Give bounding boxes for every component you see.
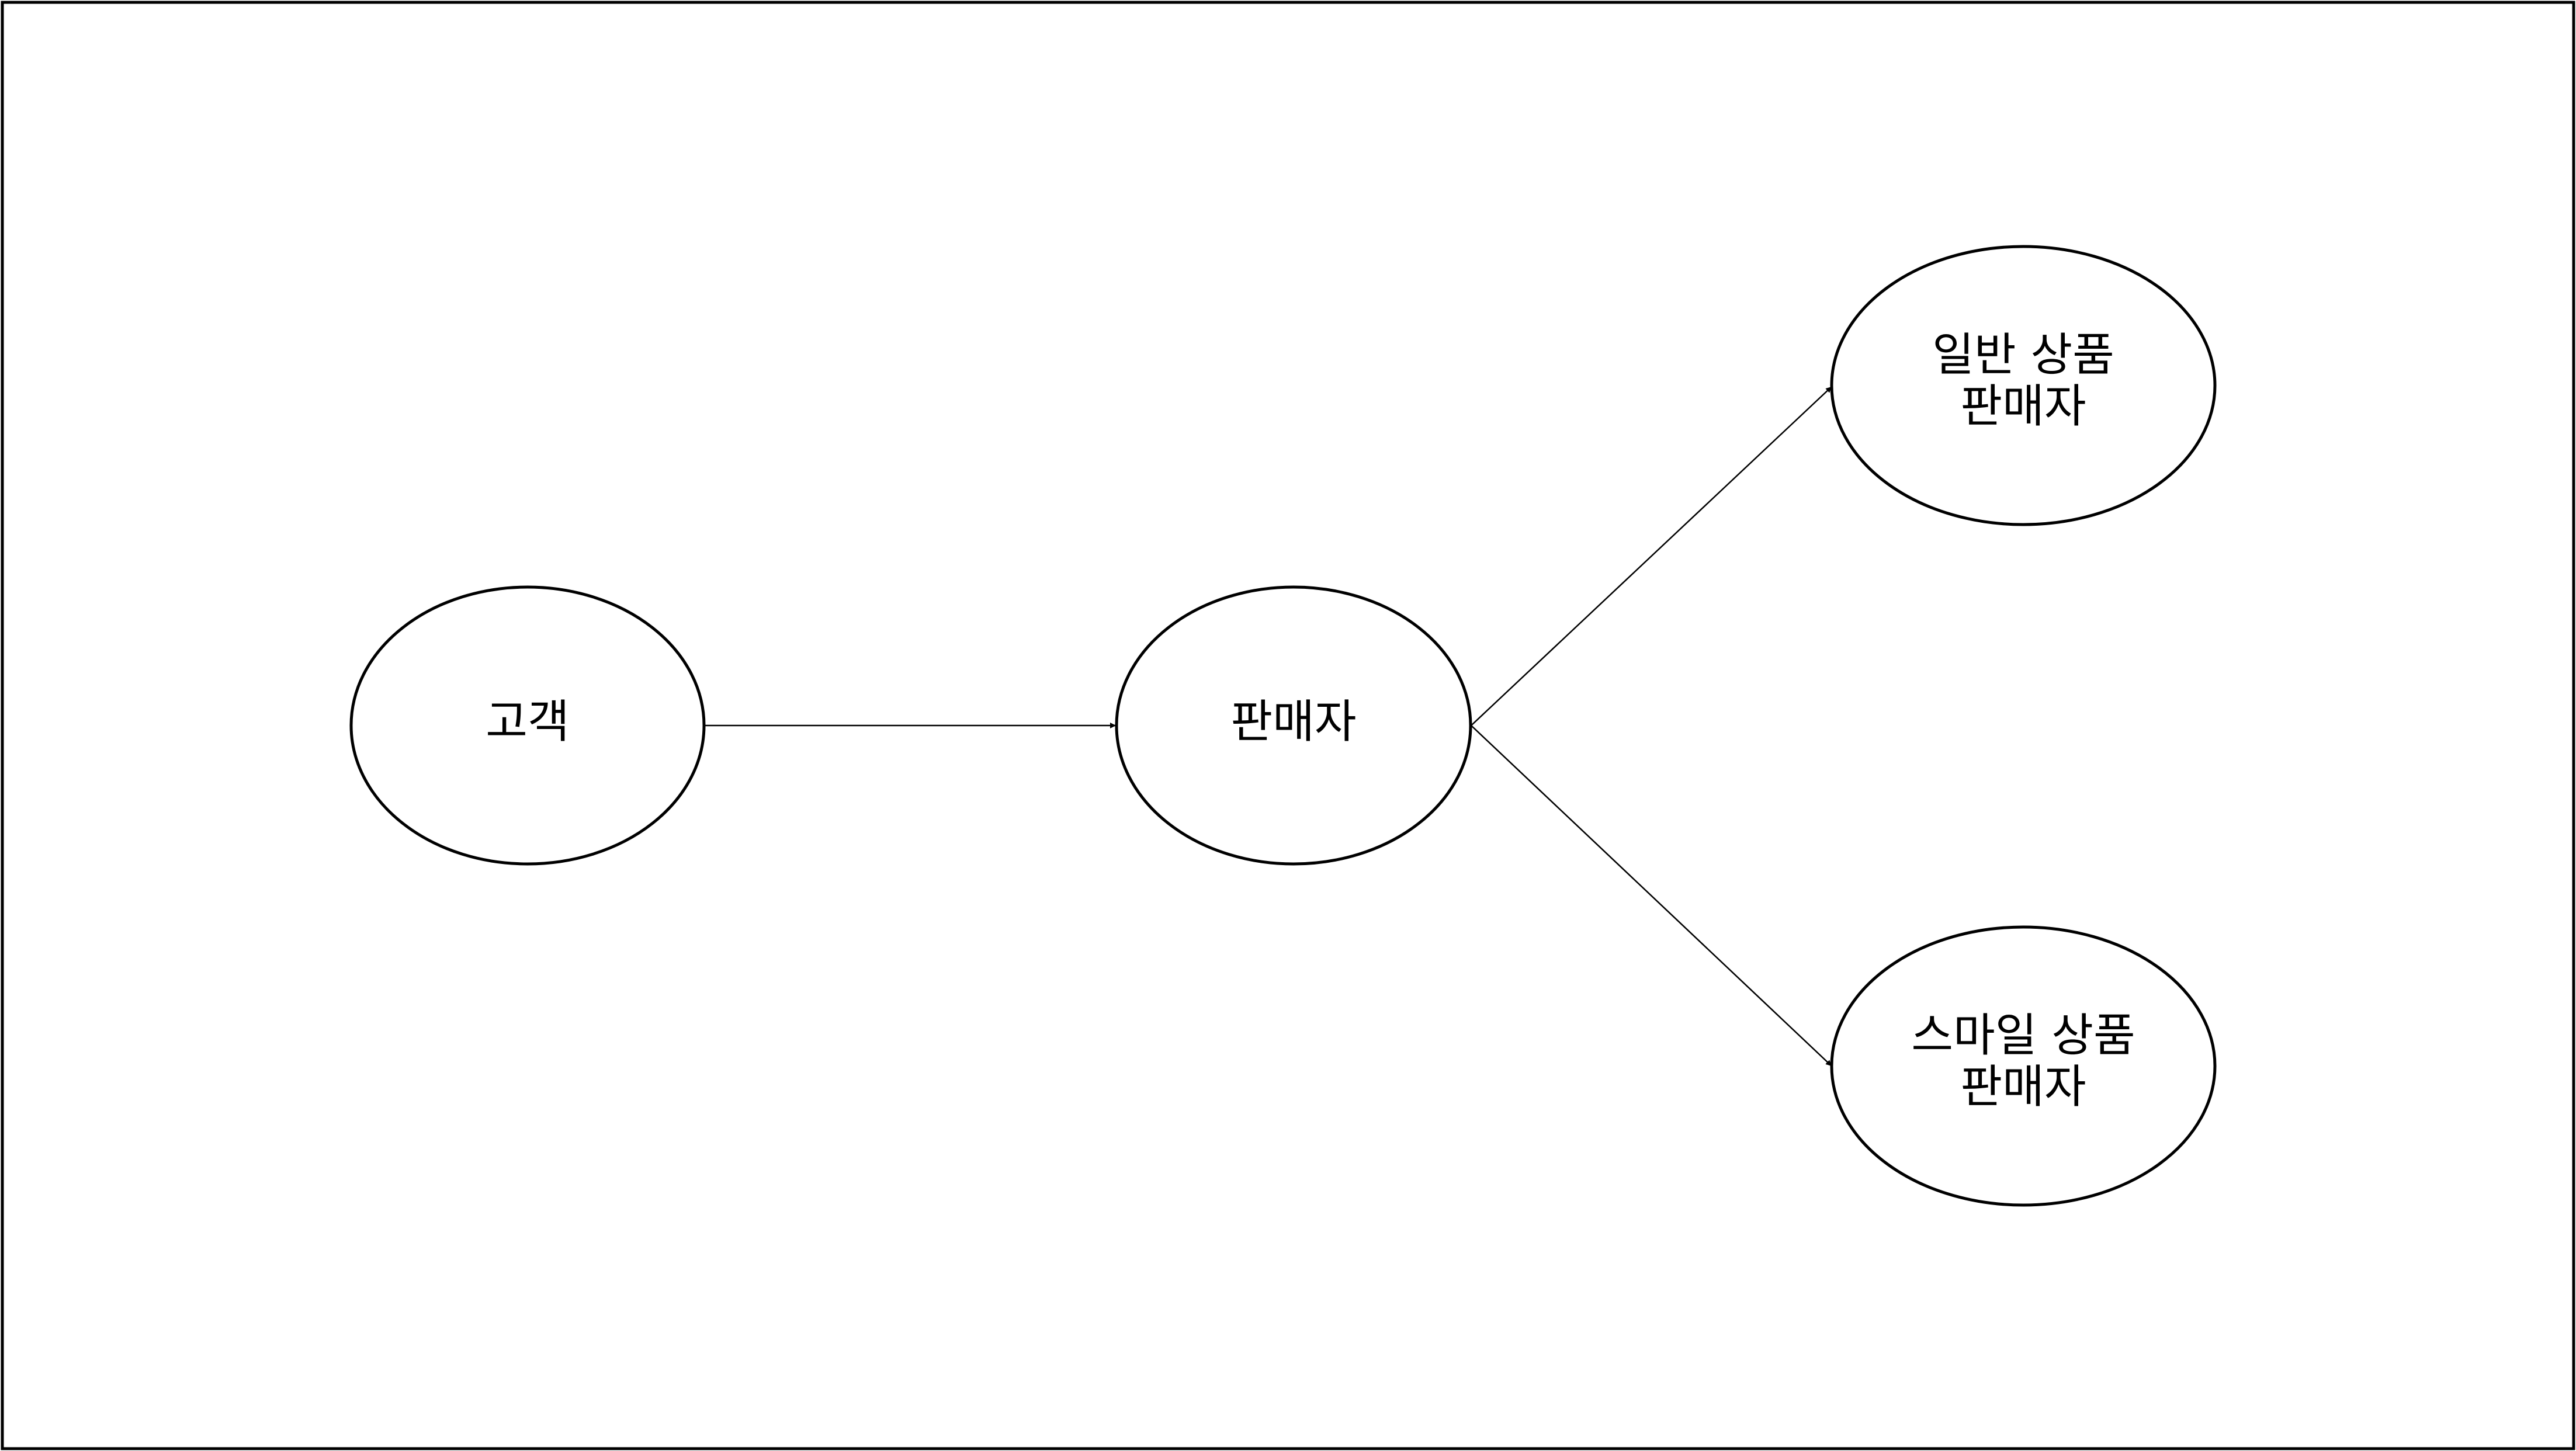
node-general-product-seller: 일반 상품 판매자	[1830, 245, 2217, 526]
node-customer: 고객	[349, 585, 706, 866]
node-general-product-seller-label-line-2: 판매자	[1960, 380, 2086, 433]
node-smile-product-seller: 스마일 상품 판매자	[1830, 925, 2217, 1207]
edge-seller-to-general-product-seller	[1471, 386, 1832, 726]
node-seller: 판매자	[1115, 585, 1472, 866]
node-general-product-seller-label-line-1: 일반 상품	[1932, 329, 2114, 381]
node-customer-label: 고객	[486, 696, 570, 748]
edge-seller-to-smile-product-seller	[1471, 725, 1832, 1067]
node-smile-product-seller-shape	[1830, 925, 2217, 1207]
node-general-product-seller-shape	[1830, 245, 2217, 526]
node-seller-shape	[1115, 585, 1472, 866]
node-seller-label: 판매자	[1230, 696, 1356, 748]
edges-layer	[704, 386, 1832, 1067]
node-customer-shape	[349, 585, 706, 866]
node-smile-product-seller-label-line-1: 스마일 상품	[1911, 1009, 2135, 1062]
node-smile-product-seller-label-line-2: 판매자	[1960, 1061, 2086, 1113]
